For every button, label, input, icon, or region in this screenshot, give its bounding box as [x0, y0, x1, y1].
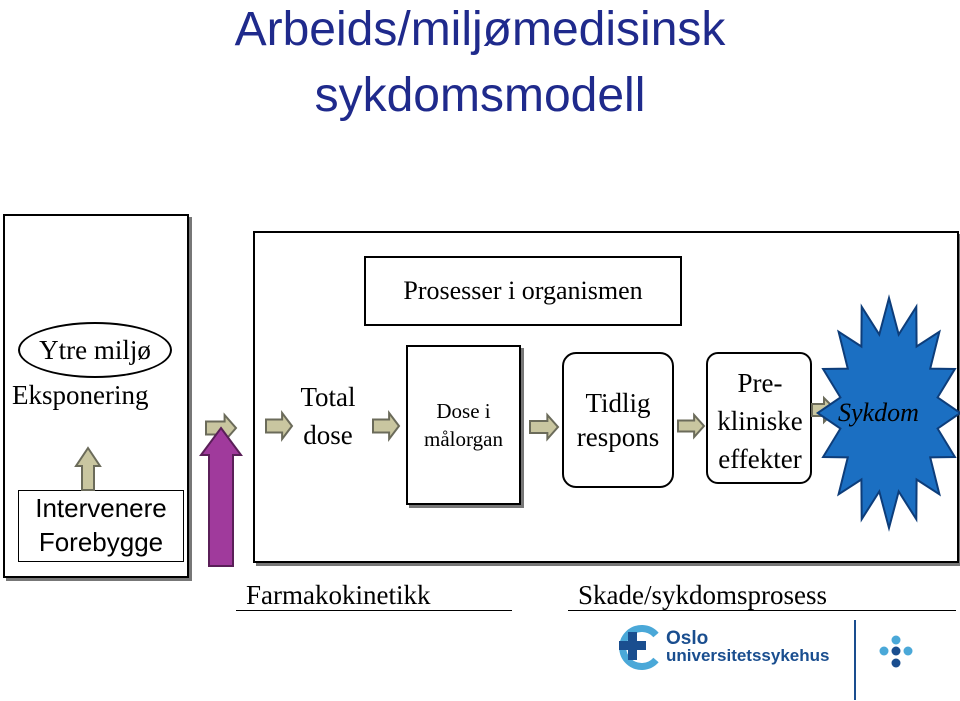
ytre-miljo-label: Ytre miljø — [39, 334, 151, 365]
tidlig-line-2: respons — [576, 422, 660, 452]
pre-line-3: effekter — [718, 444, 802, 474]
intervenere-label: Intervenere — [35, 493, 167, 523]
title-line-2: sykdomsmodell — [314, 69, 646, 122]
dose-target-line-1: Dose i — [436, 399, 491, 423]
dots-icon — [879, 635, 913, 668]
processes-label: Prosesser i organismen — [403, 276, 643, 305]
tidlig-line-1: Tidlig — [585, 388, 651, 418]
eksponering-label: Eksponering — [12, 380, 149, 410]
forebygge-label: Forebygge — [38, 527, 164, 557]
early-response-box: Tidlig respons — [562, 352, 674, 488]
total-dose-line-1: Total — [300, 382, 356, 412]
intervention-box: Intervenere Forebygge — [18, 490, 184, 562]
right-arrow-icon — [265, 410, 294, 442]
right-arrow-icon — [529, 412, 560, 442]
oslo-logo-icon — [619, 625, 659, 670]
sykdom-label: Sykdom — [838, 398, 919, 427]
logo-line-2: universitetssykehus — [666, 646, 830, 665]
total-dose-line-2: dose — [303, 420, 353, 450]
burst-star-icon — [815, 294, 960, 532]
skade-label: Skade/sykdomsprosess — [578, 580, 827, 610]
pre-line-1: Pre- — [737, 368, 783, 398]
total-dose-label: Total dose — [288, 378, 368, 454]
dose-target-box: Dose i målorgan — [406, 345, 521, 505]
title-line-1: Arbeids/miljømedisinsk — [234, 3, 726, 56]
right-arrow-icon — [677, 412, 706, 440]
pre-line-2: kliniske — [717, 406, 803, 436]
farmakokinetikk-underline — [236, 610, 512, 611]
processes-box: Prosesser i organismen — [364, 256, 682, 326]
ytre-miljo-oval: Ytre miljø — [18, 322, 172, 378]
farmakokinetikk-label: Farmakokinetikk — [246, 580, 431, 610]
right-arrow-icon — [372, 410, 401, 442]
skade-underline — [568, 610, 956, 611]
logo-line-1: Oslo — [666, 628, 709, 649]
preclinical-label: Pre- kliniske effekter — [700, 364, 820, 478]
dose-target-line-2: målorgan — [424, 427, 503, 451]
preclinical-box — [706, 352, 812, 484]
up-arrow-icon — [74, 446, 102, 491]
purple-up-arrow-icon — [199, 426, 243, 567]
